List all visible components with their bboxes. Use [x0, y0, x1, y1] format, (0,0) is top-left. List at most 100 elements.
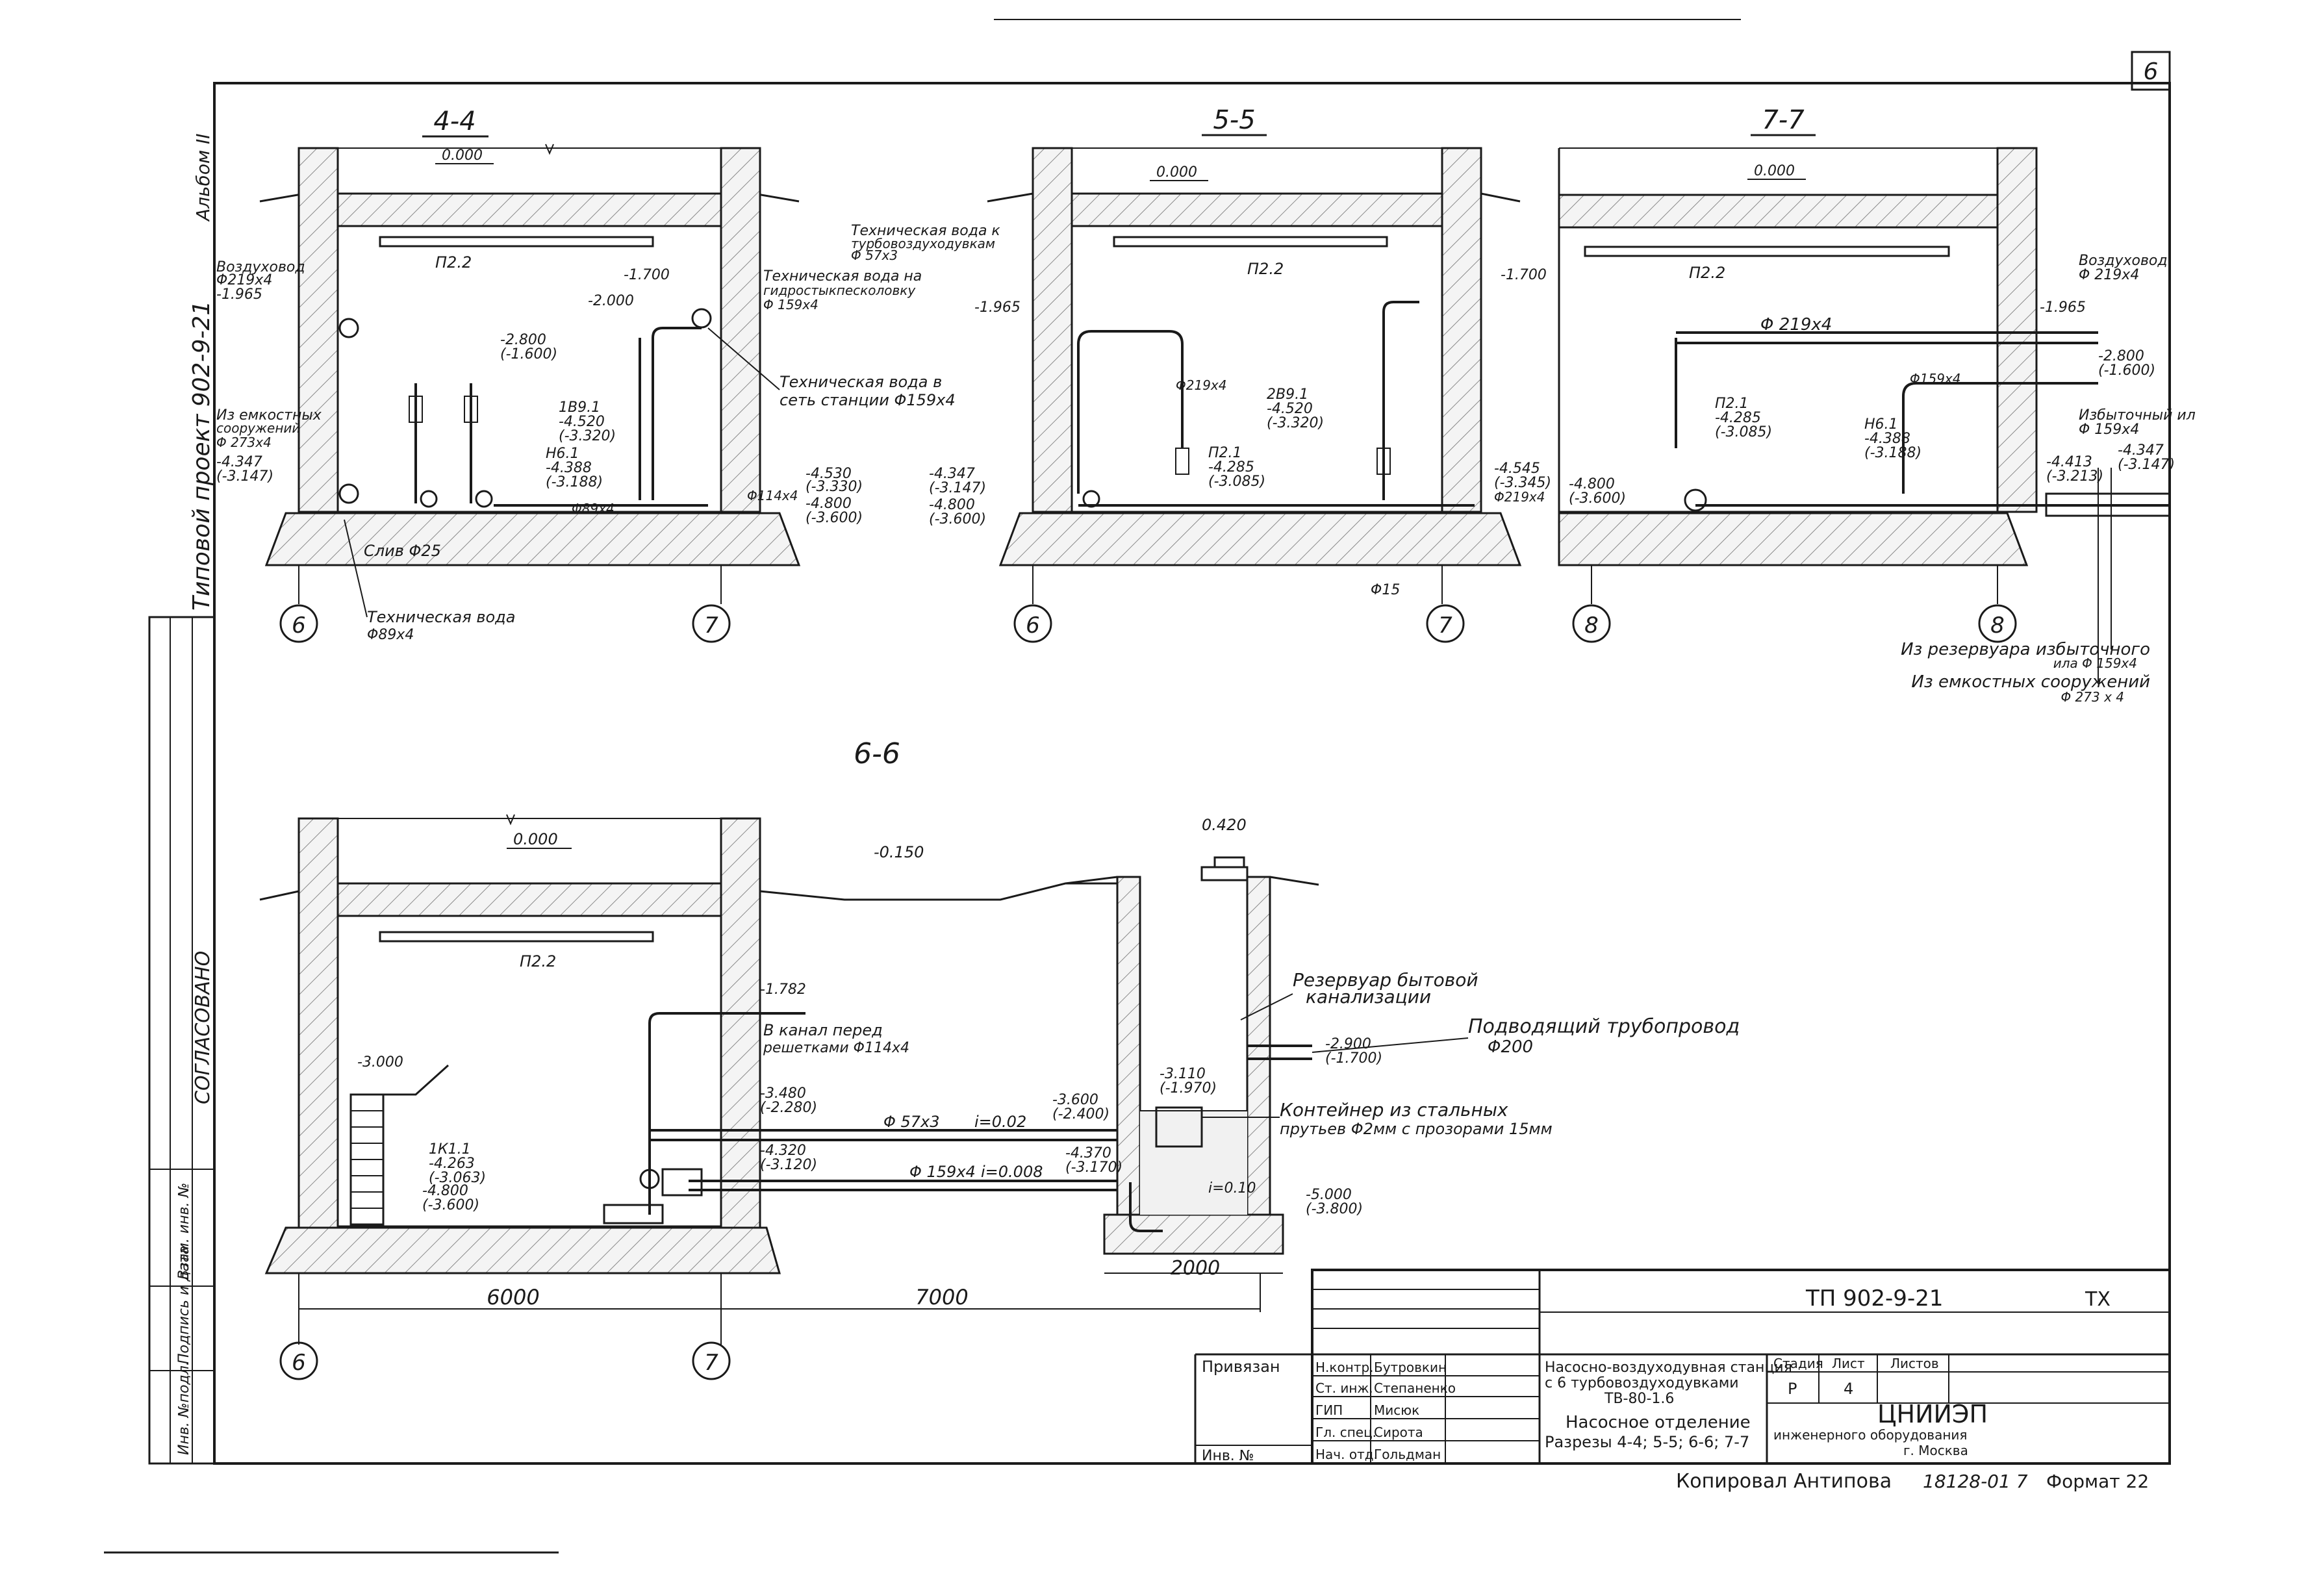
level: -4.285: [1208, 459, 1254, 475]
pipe-label: Φ114х4: [747, 488, 798, 503]
level: -2.800: [500, 332, 546, 348]
level: -2.800: [2098, 348, 2144, 364]
sheet-value: 4: [1844, 1380, 1853, 1398]
level: -4.545: [1494, 461, 1540, 477]
role: Н.контр.: [1315, 1360, 1374, 1375]
label: сеть станции Φ159х4: [780, 391, 956, 409]
label: Избыточный ил: [2079, 407, 2196, 424]
role: Гл. спец.: [1315, 1425, 1376, 1440]
level: (-3.320): [1267, 415, 1324, 431]
level: -4.800: [1569, 476, 1615, 492]
level: -4.800: [422, 1183, 468, 1199]
label: Φ 273х4: [216, 435, 272, 450]
level: -4.347: [216, 454, 262, 470]
org-2: инженерного оборудования: [1773, 1427, 1967, 1443]
label: Φ89х4: [367, 627, 414, 643]
section-title: 4-4: [433, 107, 476, 136]
label: Техническая вода на: [763, 268, 922, 285]
label: Техническая вода: [367, 608, 515, 626]
crane-label: П2.2: [435, 253, 472, 272]
inv-label: Инв. №: [1202, 1448, 1254, 1464]
name: Бутровкин: [1374, 1360, 1447, 1375]
level: (-3.320): [559, 428, 616, 444]
label: решетками Φ114х4: [763, 1040, 909, 1056]
stamp-inv: Инв. №подл.: [176, 1361, 192, 1455]
crane-label: П2.2: [1689, 264, 1725, 282]
axis-6: 6: [292, 1350, 306, 1376]
reservoir: [1065, 856, 1319, 1255]
pipe-label: Φ159х4: [1910, 371, 1960, 386]
slope: i=0.10: [1208, 1180, 1256, 1197]
col-sheets: Листов: [1890, 1356, 1939, 1371]
sheet-frame: 6: [104, 19, 2171, 1554]
equip: П2.1: [1208, 445, 1242, 461]
label: Воздуховод: [2079, 253, 2168, 269]
level: (-1.700): [1325, 1050, 1382, 1067]
roof-slab: [1558, 194, 2038, 229]
label: Из емкостных: [216, 407, 322, 424]
pipe-label: Φ219х4: [1494, 489, 1545, 505]
pipe-label: Φ15: [1371, 582, 1400, 598]
crane-label: П2.2: [1247, 260, 1284, 278]
level: (-3.120): [760, 1157, 817, 1173]
level: (-1.970): [1160, 1080, 1217, 1096]
level: -4.347: [929, 466, 975, 482]
col-sheet: Лист: [1832, 1356, 1865, 1371]
pipe-label: Φ219х4: [1176, 377, 1226, 393]
level: (-3.600): [1569, 490, 1626, 507]
level: -4.320: [760, 1143, 806, 1159]
title-1: Насосно-воздуходувная станция: [1545, 1360, 1792, 1376]
wall-left: [298, 817, 339, 1229]
roof-slab: [336, 192, 722, 227]
label: Подводящий трубопровод: [1468, 1015, 1740, 1038]
name: Гольдман: [1374, 1447, 1441, 1462]
label: Воздуховод: [216, 259, 305, 275]
col-stage: Стадия: [1773, 1356, 1823, 1371]
floor-slab: [998, 512, 1522, 566]
label: Слив Φ25: [364, 542, 441, 560]
level: -4.388: [546, 460, 592, 476]
label: В канал перед: [763, 1021, 883, 1039]
level: -5.000: [1306, 1187, 1352, 1203]
level-zero: 0.000: [442, 147, 483, 164]
floor-slab: [264, 1226, 781, 1274]
tied-label: Привязан: [1202, 1358, 1280, 1376]
level: (-3.188): [1864, 445, 1921, 461]
label: Φ 159х4: [763, 297, 818, 312]
role: ГИП: [1315, 1402, 1343, 1418]
level: -1.965: [974, 299, 1021, 316]
level: -3.110: [1160, 1066, 1206, 1082]
level: (-3.800): [1306, 1201, 1363, 1217]
subtitle-1: Насосное отделение: [1566, 1413, 1751, 1432]
level: (-3.600): [805, 510, 863, 526]
dim-7000: 7000: [915, 1285, 968, 1310]
dim-6000: 6000: [487, 1285, 539, 1310]
wall-right: [1996, 147, 2038, 513]
equip: 2В9.1: [1267, 386, 1308, 403]
level: -1.965: [2040, 299, 2086, 316]
pipe-label: Φ89х4: [572, 501, 615, 516]
level: -4.370: [1065, 1145, 1111, 1161]
level: (-3.085): [1715, 424, 1772, 440]
label: Из резервуара избыточного: [1901, 640, 2150, 659]
level: -4.388: [1864, 431, 1910, 447]
wall-right: [1441, 147, 1482, 513]
section-5-5: 5-5 6 7 0.000 П2.2 -1.700 -1.965 Φ219х4 …: [929, 105, 1551, 643]
copied-by: Копировал Антипова: [1676, 1470, 1892, 1493]
label: Φ 219х4: [2079, 267, 2139, 283]
copied-number: 18128-01 7: [1923, 1471, 2028, 1492]
wall-left: [298, 147, 339, 513]
subtitle-2: Разрезы 4-4; 5-5; 6-6; 7-7: [1545, 1433, 1749, 1451]
label: Φ 273 х 4: [2061, 689, 2124, 705]
floor-slab: [264, 512, 801, 566]
level: (-3.085): [1208, 474, 1265, 490]
left-stamp: СОГЛАСОВАНО Инв. №подл. Подпись и дата В…: [148, 616, 216, 1465]
name: Сирота: [1374, 1425, 1423, 1440]
crane-label: П2.2: [520, 952, 556, 970]
org-1: ЦНИИЭП: [1877, 1400, 1988, 1428]
roof-slab: [336, 882, 722, 917]
album-label: Альбом II: [192, 134, 214, 223]
section-title: 6-6: [854, 737, 900, 770]
level: -0.150: [874, 843, 924, 861]
equip: П2.1: [1715, 396, 1749, 412]
